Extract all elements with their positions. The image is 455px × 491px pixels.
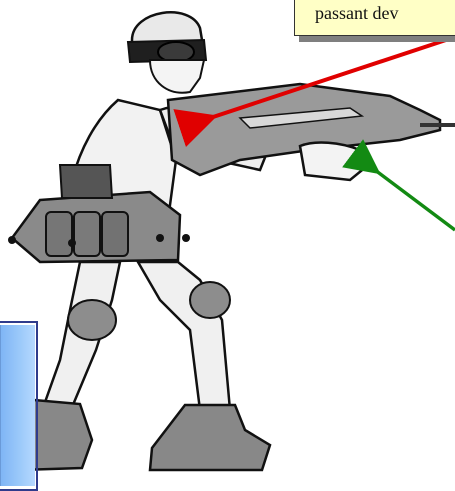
callout-label: passant dev <box>294 0 455 36</box>
legs-drawing <box>44 262 230 412</box>
blue-side-panel <box>0 325 35 486</box>
rifle-drawing <box>168 84 455 180</box>
callout-text: passant dev <box>315 3 398 23</box>
green-pointer-arrow <box>375 170 455 230</box>
boots-drawing <box>14 400 270 470</box>
face-drawing <box>150 60 204 93</box>
helmet-drawing <box>128 12 206 62</box>
